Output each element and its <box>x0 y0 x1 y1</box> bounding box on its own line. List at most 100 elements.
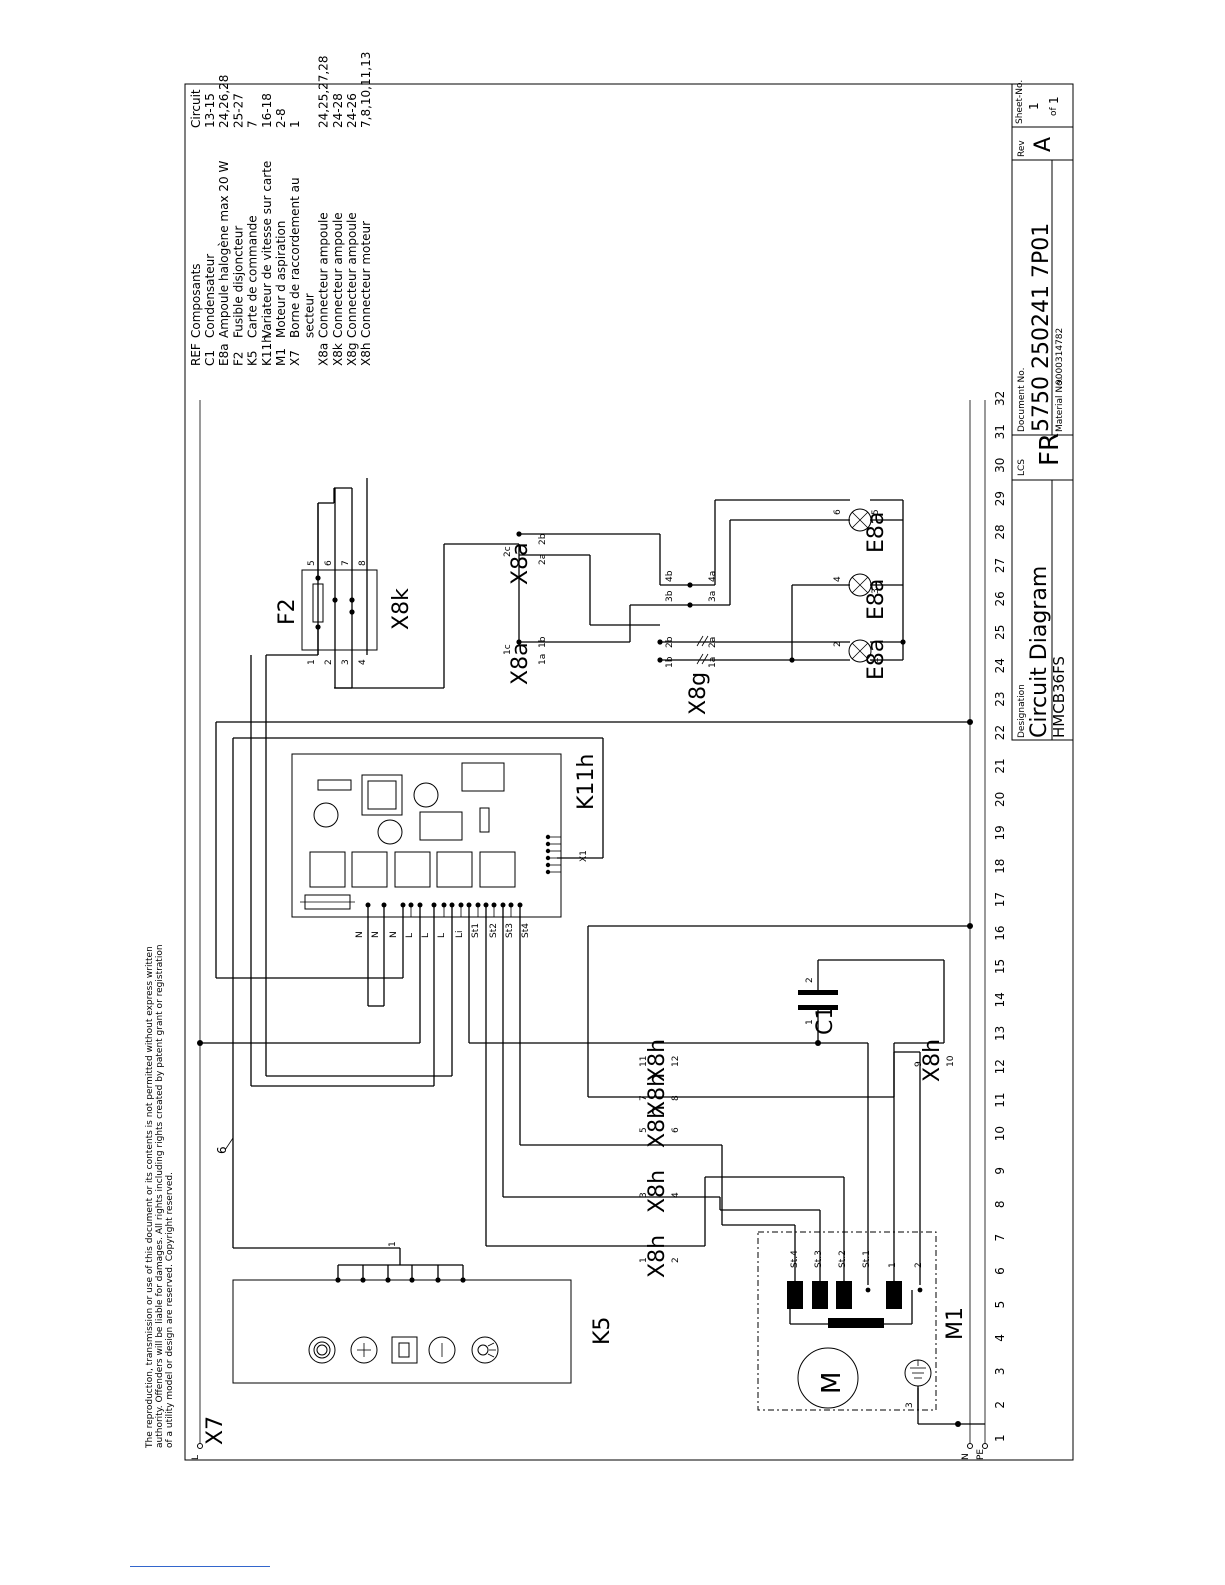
components-table: REFComposantsCircuitC1Condensateur13-15E… <box>189 52 373 366</box>
lamp-2-pin-a: 4 <box>833 576 843 582</box>
table-row-ref: X7 <box>288 350 302 366</box>
k11h-pin-label: N <box>389 931 399 938</box>
grid-number: 16 <box>993 925 1007 940</box>
copyright-line-1: The reproduction, transmission or use of… <box>145 946 155 1449</box>
material-label: Material No. <box>1055 378 1065 432</box>
grid-number: 7 <box>993 1234 1007 1242</box>
table-row-ref: C1 <box>203 350 217 366</box>
page-footer-link <box>130 1566 270 1567</box>
k11h-pin-label: N <box>371 931 381 938</box>
table-header-circuit: Circuit <box>189 89 203 128</box>
x8g-pin-4a: 4a <box>708 571 718 582</box>
x8g-pin-4b: 4b <box>665 570 675 582</box>
material-value: 9000314782 <box>1055 328 1065 385</box>
x8h-pin-label: 5 <box>639 1127 649 1133</box>
f2-pin-label: 5 <box>307 560 317 566</box>
c1-pin-1: 1 <box>805 1019 815 1025</box>
grid-number: 4 <box>993 1334 1007 1342</box>
x8k-label: X8k <box>389 588 414 630</box>
grid-number: 25 <box>993 625 1007 640</box>
x8h-pin-label: 2 <box>671 1257 681 1263</box>
grid-number: 23 <box>993 691 1007 706</box>
k11h-pin-label: L <box>421 933 431 938</box>
x8g-pin-2a: 2a <box>708 637 718 648</box>
k5-control-board: K5 1 <box>232 737 615 1384</box>
table-row-name: Moteur d aspiration <box>274 221 288 338</box>
motor-symbol: M <box>817 1372 847 1394</box>
x8h-pin-label: 12 <box>671 1056 681 1067</box>
x8a-label-right: X8a <box>508 542 533 585</box>
k11h-pin-label: N <box>355 931 365 938</box>
lamp-2-label: E8a <box>864 579 889 620</box>
grid-number: 32 <box>993 391 1007 406</box>
m1-label: M1 <box>943 1307 968 1340</box>
motor-pin-label: St.3 <box>814 1250 824 1268</box>
table-row-name: Connecteur ampoule <box>345 212 359 338</box>
of-value: 1 <box>1047 96 1061 104</box>
f2-pin-label: 8 <box>358 560 368 566</box>
x8h-label: X8h <box>645 1105 670 1148</box>
motor-pin-label: St.4 <box>790 1250 800 1268</box>
table-row-name: Connecteur ampoule <box>317 212 331 338</box>
f2-pin-label: 3 <box>341 659 351 665</box>
x8a-pin-1c: 1c <box>503 644 513 655</box>
f2-pin-label: 2 <box>324 659 334 665</box>
grid-number: 24 <box>993 658 1007 673</box>
table-row-circuit: 1 <box>288 120 302 128</box>
rail-n-label: N <box>961 1453 971 1460</box>
k11h-pin-label: St2 <box>489 923 499 938</box>
k11h-pin-label: L <box>437 933 447 938</box>
x8h-label: X8h <box>645 1039 670 1082</box>
table-row-name: Connecteur ampoule <box>331 212 345 338</box>
copyright-line-3: of a utility model or design are reserve… <box>165 1172 175 1448</box>
of-label: of <box>1049 106 1059 116</box>
motor-pin-label: 1 <box>888 1262 898 1268</box>
x8a-label-left: X8a <box>508 642 533 685</box>
grid-number: 26 <box>993 591 1007 606</box>
grid-number: 14 <box>993 992 1007 1007</box>
grid-number: 18 <box>993 859 1007 874</box>
k11h-label: K11h <box>574 754 599 810</box>
grid-number: 12 <box>993 1059 1007 1074</box>
x8g-pin-1a: 1a <box>708 657 718 668</box>
k11h-pin-label: L <box>405 933 415 938</box>
x8h-label: X8h <box>645 1235 670 1278</box>
table-row-name: Carte de commande <box>246 215 260 338</box>
k11h-pin-label: St3 <box>505 923 515 938</box>
x7-label: X7 <box>203 1416 228 1445</box>
k5-buttons <box>308 1336 499 1364</box>
f2-pin-label: 4 <box>358 659 368 665</box>
table-row-ref: M1 <box>274 348 288 366</box>
sheet-value: 1 <box>1027 102 1041 110</box>
table-row-circuit: 7 <box>246 120 260 128</box>
lamp-2-pin-b: 3 <box>871 588 881 594</box>
x8a-pin-1b: 1b <box>538 636 548 648</box>
x8h-pin-label: 6 <box>671 1127 681 1133</box>
copyright-line-2: authority. Offenders will be liable for … <box>155 944 165 1448</box>
k5-label: K5 <box>590 1317 615 1345</box>
table-row-circuit: 24,25,27,28 <box>317 55 331 128</box>
grid-number: 21 <box>993 758 1007 773</box>
f2-pin-label: 7 <box>341 560 351 566</box>
k11h-pin-label: St4 <box>521 923 531 938</box>
table-row-ref: K5 <box>246 350 260 366</box>
grid-number: 15 <box>993 959 1007 974</box>
x8h-pin-label: 10 <box>946 1055 956 1067</box>
k11h-pin-label: Li <box>455 930 465 938</box>
grid-number: 13 <box>993 1026 1007 1041</box>
grid-number: 2 <box>993 1401 1007 1409</box>
table-row-name: Condensateur <box>203 254 217 338</box>
x8a-pin-2b: 2b <box>538 533 548 545</box>
grid-number: 30 <box>993 458 1007 473</box>
docno-label: Document No. <box>1017 368 1027 432</box>
x8g-pin-1b: 1b <box>665 656 675 668</box>
lamp-3-pin-a: 6 <box>833 509 843 515</box>
table-row-name: Ampoule halogène max 20 W <box>217 161 231 338</box>
grid-number: 9 <box>993 1167 1007 1175</box>
table-row-ref: E8a <box>217 343 231 366</box>
grid-number: 8 <box>993 1200 1007 1208</box>
designation-value: Circuit Diagram <box>1027 566 1052 738</box>
